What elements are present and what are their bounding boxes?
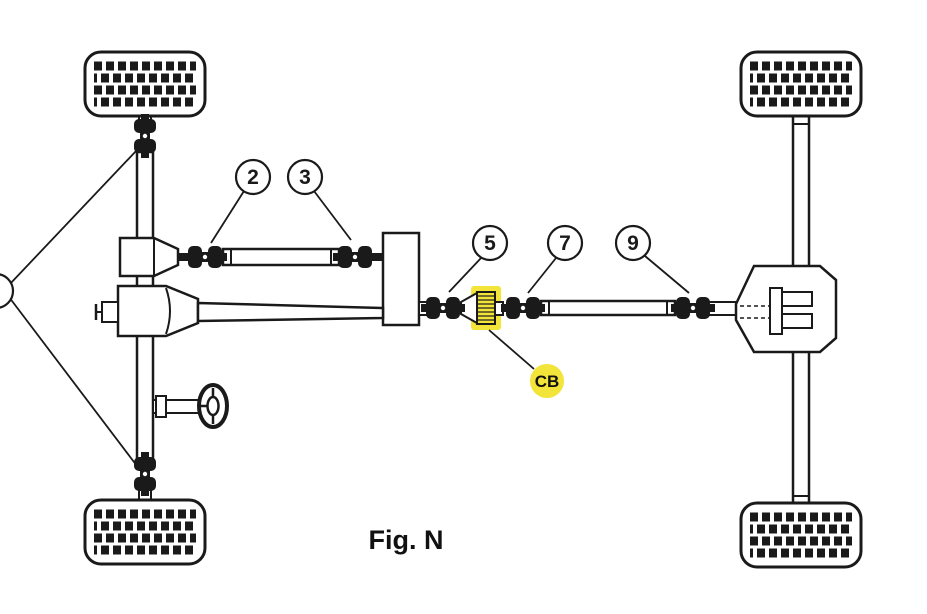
u-joint-9 <box>671 297 715 319</box>
steering-drag-link-shaft <box>221 247 341 267</box>
callout-9-label: 9 <box>627 232 639 255</box>
u-joint-5 <box>421 297 465 319</box>
wheel-bottom-left <box>85 500 205 564</box>
u-joint-3 <box>333 246 377 268</box>
callout-2-leader <box>210 190 245 244</box>
u-joint-2 <box>183 246 227 268</box>
callout-3-leader <box>313 190 352 241</box>
callout-9-leader <box>644 255 690 294</box>
u-joint-7 <box>501 297 545 319</box>
rear-propeller-shaft <box>539 299 677 317</box>
u-joint-left-top <box>134 114 156 158</box>
callout-9: 9 <box>614 224 690 294</box>
u-joint-left-bottom <box>134 452 156 496</box>
callout-7-label: 7 <box>559 232 571 255</box>
callout-5-leader <box>448 256 483 293</box>
callout-7: 7 <box>527 224 584 294</box>
shaft-stub <box>177 253 185 261</box>
callout-left-leader-bottom <box>8 296 138 467</box>
callout-3: 3 <box>286 158 352 241</box>
torque-tube <box>196 301 385 323</box>
steering-wheel <box>152 383 229 429</box>
wheel-bottom-right <box>741 503 861 567</box>
callout-left-partial <box>0 273 15 309</box>
wheel-top-left <box>85 52 205 116</box>
callout-2: 2 <box>210 158 272 244</box>
callout-5: 5 <box>448 224 509 293</box>
callout-5-label: 5 <box>484 232 496 255</box>
steering-gearbox <box>118 236 180 278</box>
callout-left-leader-top <box>8 149 138 286</box>
callout-3-label: 3 <box>299 166 311 189</box>
callout-7-leader <box>527 257 557 294</box>
rear-differential-housing <box>734 264 838 354</box>
wheel-top-right <box>741 52 861 116</box>
callout-cb: CB <box>488 329 564 398</box>
figure-caption: Fig. N <box>369 525 444 555</box>
shaft-stub <box>375 253 384 261</box>
center-bearing-cb <box>460 291 496 325</box>
callout-2-label: 2 <box>247 166 259 189</box>
callout-cb-leader <box>488 329 535 370</box>
callout-cb-label: CB <box>535 372 560 391</box>
front-differential-housing <box>94 284 200 338</box>
transmission-box <box>381 231 421 327</box>
